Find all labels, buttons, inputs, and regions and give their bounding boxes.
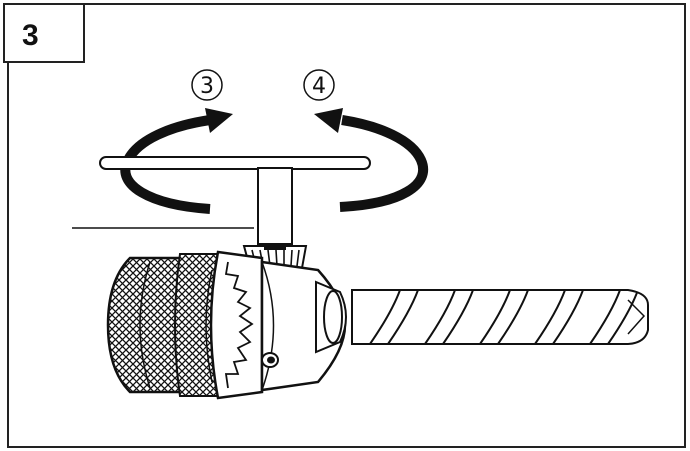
drill-chuck-icon: [106, 250, 347, 400]
chuck-key-icon: [99, 156, 371, 269]
step-number: 3: [22, 19, 39, 52]
rotation-label-4: 4: [303, 69, 335, 101]
drill-bit-icon: [351, 289, 649, 345]
step-tab-border: [4, 4, 85, 63]
rotate-counterclockwise-arrow-icon: [314, 108, 428, 212]
svg-text:3: 3: [200, 74, 214, 99]
svg-text:4: 4: [312, 74, 326, 99]
rotation-label-3: 3: [191, 69, 223, 101]
figure-frame: [3, 3, 686, 448]
